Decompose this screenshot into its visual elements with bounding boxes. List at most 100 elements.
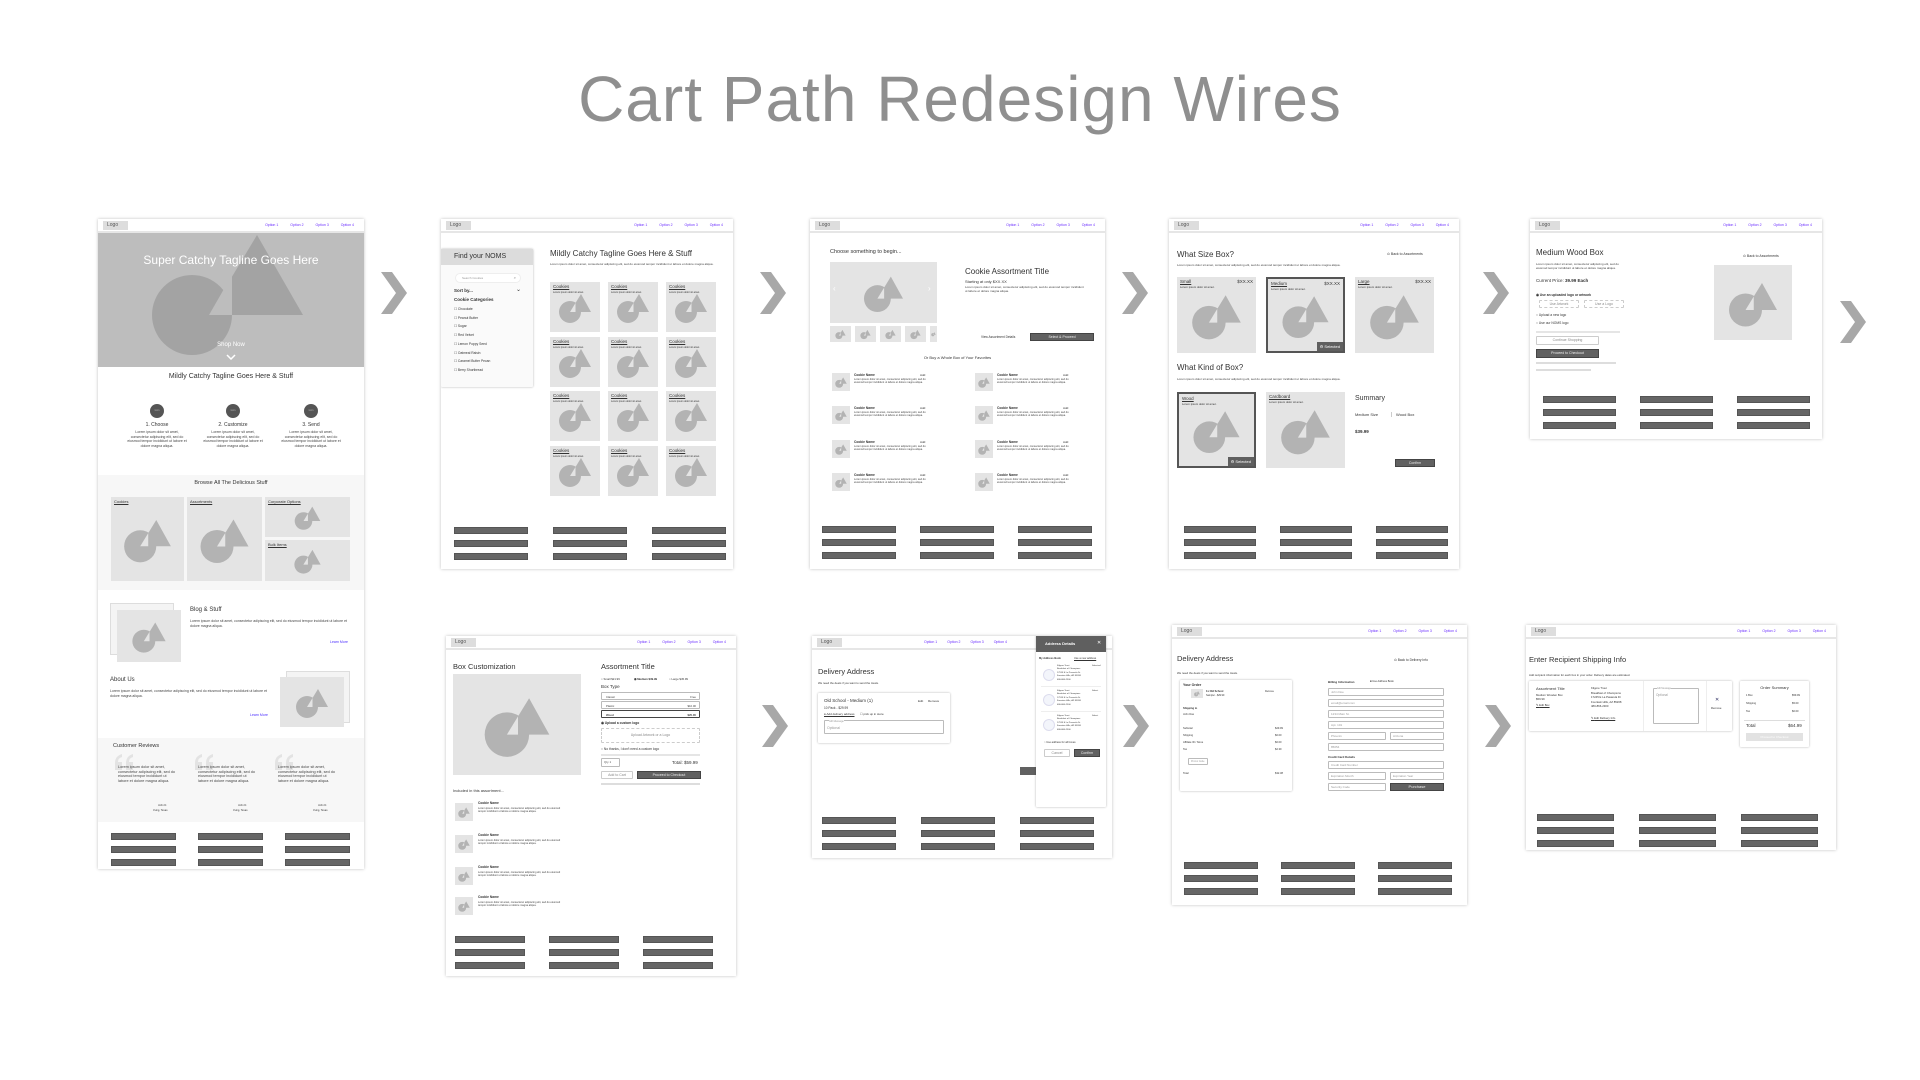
pickup-checkbox[interactable]: ☐ pick up in store: [860, 712, 884, 716]
footer-link-placeholder[interactable]: [920, 539, 994, 546]
logo[interactable]: Logo: [817, 638, 842, 647]
view-details-link[interactable]: View Assortment Details: [981, 335, 1016, 339]
footer-link-placeholder[interactable]: [1018, 552, 1092, 559]
gift-message-input[interactable]: Optional Gift Message: [824, 720, 944, 734]
category-checkbox[interactable]: ☐ Lemon Poppy Seed: [454, 341, 487, 346]
security-code-input[interactable]: Security Code: [1328, 783, 1386, 791]
footer-link-placeholder[interactable]: [1741, 827, 1818, 834]
chevron-down-icon[interactable]: ⌄: [516, 287, 522, 293]
promo-code-input[interactable]: Promo Code: [1188, 758, 1208, 765]
add-to-cart-button[interactable]: Add to Cart: [601, 771, 633, 779]
nav-option-2[interactable]: Option 2: [947, 640, 961, 644]
search-input[interactable]: Search Cookies⌕: [455, 273, 521, 283]
option-uploaded-radio[interactable]: ◉ Use an uploaded logo or artwork: [1536, 293, 1592, 297]
zip-input[interactable]: 85054: [1328, 743, 1444, 751]
nav-option-2[interactable]: Option 2: [1748, 223, 1762, 227]
footer-link-placeholder[interactable]: [1280, 539, 1352, 546]
add-cookie-button[interactable]: Add: [920, 406, 926, 410]
nav-option-1[interactable]: Option 1: [924, 640, 938, 644]
footer-link-placeholder[interactable]: [1640, 422, 1713, 429]
nav-option-3[interactable]: Option 3: [970, 640, 984, 644]
footer-link-placeholder[interactable]: [1376, 539, 1448, 546]
footer-link-placeholder[interactable]: [1378, 875, 1452, 882]
use-artwork-button[interactable]: Use Artwork: [1539, 300, 1579, 308]
nav-option-2[interactable]: Option 2: [662, 640, 676, 644]
nav-option-4[interactable]: Option 4: [1812, 629, 1826, 633]
footer-link-placeholder[interactable]: [921, 843, 995, 850]
footer-link-placeholder[interactable]: [1376, 526, 1448, 533]
footer-link-placeholder[interactable]: [1184, 875, 1258, 882]
footer-link-placeholder[interactable]: [1639, 840, 1716, 847]
proceed-checkout-button[interactable]: Proceed to Checkout: [637, 771, 701, 779]
footer-link-placeholder[interactable]: [1184, 862, 1258, 869]
assortment-carousel[interactable]: [830, 262, 937, 323]
new-address-link[interactable]: Use a new address: [1074, 657, 1097, 660]
select-radio[interactable]: Select: [1092, 690, 1099, 692]
footer-link-placeholder[interactable]: [198, 833, 263, 840]
footer-link-placeholder[interactable]: [111, 846, 176, 853]
nav-option-1[interactable]: Option 1: [1360, 223, 1374, 227]
nav-option-1[interactable]: Option 1: [1723, 223, 1737, 227]
nav-option-1[interactable]: Option 1: [634, 223, 648, 227]
nav-option-4[interactable]: Option 4: [340, 223, 354, 227]
size-radio[interactable]: ○ Large $45.99: [669, 677, 688, 681]
close-icon[interactable]: ✕: [1097, 640, 1102, 646]
footer-link-placeholder[interactable]: [652, 553, 726, 560]
exp-year-select[interactable]: Expiration Year: [1390, 772, 1444, 780]
size-radio[interactable]: ○ Small $21.99: [601, 677, 620, 681]
footer-link-placeholder[interactable]: [1378, 888, 1452, 895]
nav-option-1[interactable]: Option 1: [1368, 629, 1382, 633]
footer-link-placeholder[interactable]: [111, 859, 176, 866]
hero-banner[interactable]: Super Catchy Tagline Goes Here Shop Now: [98, 233, 364, 367]
city-input[interactable]: Phoenix: [1328, 732, 1386, 740]
nav-option-1[interactable]: Option 1: [637, 640, 651, 644]
use-address-book-checkbox[interactable]: ■ Use Address Book: [1370, 680, 1394, 683]
footer-link-placeholder[interactable]: [921, 830, 995, 837]
footer-link-placeholder[interactable]: [455, 949, 525, 956]
back-to-assortments-link[interactable]: ⊙ Back to Assortments: [1743, 254, 1779, 258]
footer-link-placeholder[interactable]: [285, 859, 350, 866]
footer-link-placeholder[interactable]: [1018, 526, 1092, 533]
footer-link-placeholder[interactable]: [549, 936, 619, 943]
logo[interactable]: Logo: [1177, 627, 1202, 636]
footer-link-placeholder[interactable]: [1020, 817, 1094, 824]
footer-link-placeholder[interactable]: [553, 527, 627, 534]
remove-label[interactable]: Remove: [1711, 706, 1722, 710]
footer-link-placeholder[interactable]: [1639, 814, 1716, 821]
footer-link-placeholder[interactable]: [1737, 422, 1810, 429]
no-logo-radio[interactable]: ○ No thanks, I don't need a custom logo: [601, 747, 660, 751]
billing-field[interactable]: 1234 Main St.: [1328, 710, 1444, 718]
size-radio[interactable]: ◉ Medium $39.99: [634, 677, 658, 681]
remove-link[interactable]: Remove: [928, 699, 940, 703]
add-cookie-button[interactable]: Add: [920, 373, 926, 377]
nav-option-4[interactable]: Option 4: [1435, 223, 1449, 227]
logo[interactable]: Logo: [103, 221, 128, 230]
footer-link-placeholder[interactable]: [198, 846, 263, 853]
footer-link-placeholder[interactable]: [111, 833, 176, 840]
back-to-delivery-link[interactable]: ⊙ Back to Delivery Info: [1394, 658, 1428, 662]
footer-link-placeholder[interactable]: [1543, 422, 1616, 429]
footer-link-placeholder[interactable]: [549, 962, 619, 969]
kind-card-wood[interactable]: Wood Lorem ipsum dolor sit amet. ⚙ Selec…: [1177, 392, 1256, 468]
shop-now-link[interactable]: Shop Now: [217, 342, 245, 348]
category-checkbox[interactable]: ☐ Sugar: [454, 324, 467, 329]
carousel-thumbnail[interactable]: [930, 326, 937, 342]
confirm-button[interactable]: Confirm: [1395, 459, 1435, 467]
add-cookie-button[interactable]: Add: [1063, 373, 1069, 377]
billing-field[interactable]: John Doe: [1328, 688, 1444, 696]
footer-link-placeholder[interactable]: [643, 949, 713, 956]
add-cookie-button[interactable]: Add: [1063, 473, 1069, 477]
browse-tile-assortments[interactable]: Assortments: [187, 497, 262, 581]
browse-tile-corporate[interactable]: Corporate Options: [265, 497, 350, 537]
footer-link-placeholder[interactable]: [1184, 888, 1258, 895]
footer-link-placeholder[interactable]: [652, 527, 726, 534]
option-noms-radio[interactable]: ○ Use our NOMS logo: [1536, 321, 1569, 325]
logo[interactable]: Logo: [451, 638, 476, 647]
nav-option-3[interactable]: Option 3: [1056, 223, 1070, 227]
state-select[interactable]: Arizona: [1390, 732, 1444, 740]
logo[interactable]: Logo: [1531, 627, 1556, 636]
footer-link-placeholder[interactable]: [643, 936, 713, 943]
